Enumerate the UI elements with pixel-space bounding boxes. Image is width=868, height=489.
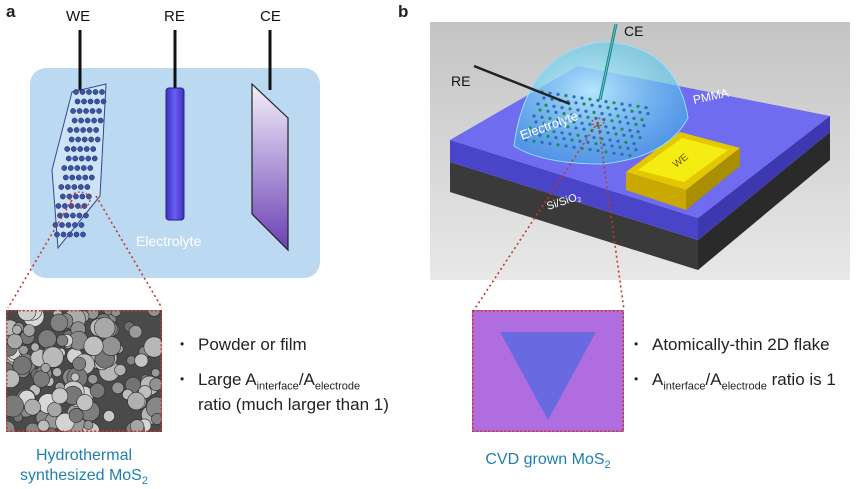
sem-image-hydrothermal-mos2	[6, 310, 162, 432]
electrolyte-label: Electrolyte	[136, 233, 202, 249]
optical-image-cvd-flake	[472, 310, 624, 432]
re-label: RE	[164, 8, 185, 25]
panel-b-bullets: • Atomically-thin 2D flake • Ainterface/…	[634, 334, 864, 408]
panel-a-letter: a	[6, 2, 16, 21]
we-label: WE	[66, 8, 91, 25]
triangle-flake	[500, 332, 596, 420]
bullet-dot-icon: •	[180, 372, 185, 387]
counter-electrode-plate	[251, 82, 289, 252]
bullet-dot-icon: •	[180, 337, 185, 351]
bullet-item: • Ainterface/Aelectrode ratio is 1	[634, 370, 836, 393]
electrochemical-cell-diagram: Electrolyte	[7, 30, 320, 309]
bullet-item: • Powder or film	[180, 335, 307, 354]
electrolyte-dome	[513, 41, 689, 165]
ce-label: CE	[260, 8, 281, 25]
re-probe-label: RE	[451, 73, 470, 89]
panel-b-letter: b	[398, 2, 409, 21]
bullet-dot-icon: •	[634, 372, 639, 387]
device-render: WE RE CE PMMA Electrolyte Si/SiO2	[430, 22, 850, 280]
panel-b-caption: CVD grown MoS2	[485, 451, 611, 472]
reference-electrode-rod	[165, 87, 185, 221]
bullet-dot-icon: •	[634, 337, 639, 351]
bullet-item: • Atomically-thin 2D flake	[634, 335, 830, 354]
panel-a-bullets: • Powder or film • Large Ainterface/Aele…	[180, 334, 400, 430]
zoom-lines-b	[473, 121, 625, 311]
working-electrode-film	[51, 83, 107, 250]
ce-probe-label: CE	[624, 23, 643, 39]
panel-a-caption: Hydrothermal synthesized MoS2	[20, 447, 148, 488]
